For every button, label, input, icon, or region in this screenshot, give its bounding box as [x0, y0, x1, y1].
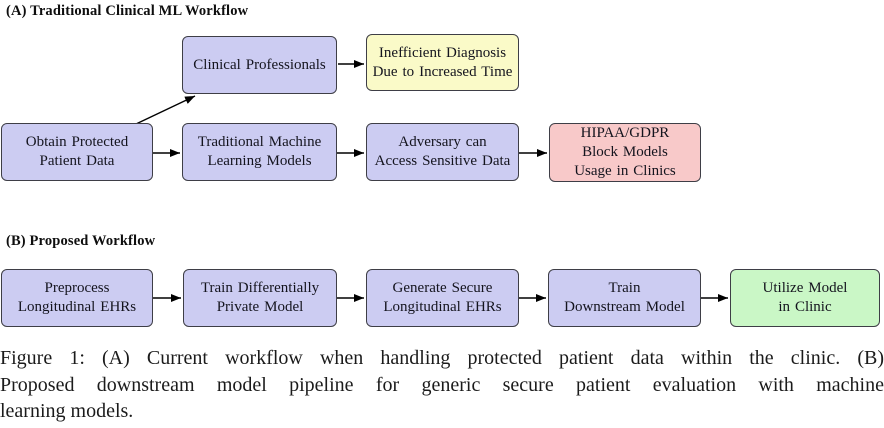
caption-line: learning models. — [0, 400, 134, 422]
node-obtain-protected-patient-data: Obtain Protected Patient Data — [1, 123, 153, 181]
node-inefficient-diagnosis: Inefficient Diagnosis Due to Increased T… — [366, 34, 519, 91]
arrow-obtain-to-clinical — [135, 95, 196, 125]
node-train-downstream-model: Train Downstream Model — [548, 269, 701, 327]
node-line: Due to Increased Time — [372, 63, 513, 80]
node-line: Usage in Clinics — [574, 163, 676, 179]
caption-line: Proposed downstream model pipeline for g… — [0, 373, 884, 396]
node-clinical-professionals: Clinical Professionals — [182, 36, 337, 94]
node-line: in Clinic — [778, 299, 832, 315]
node-line: Preprocess — [44, 280, 110, 296]
node-utilize-model-in-clinic: Utilize Model in Clinic — [730, 269, 880, 327]
node-line: Obtain Protected — [25, 134, 129, 150]
node-generate-secure-ehrs: Generate Secure Longitudinal EHRs — [366, 269, 519, 327]
node-line: Private Model — [216, 299, 304, 315]
section-b-label: (B) Proposed Workflow — [6, 233, 156, 249]
figure-caption: Figure 1: (A) Current workflow when hand… — [0, 345, 884, 425]
node-line: Access Sensitive Data — [374, 153, 511, 169]
node-adversary-access: Adversary can Access Sensitive Data — [366, 123, 519, 181]
caption-line: Figure 1: (A) Current workflow when hand… — [0, 347, 884, 369]
node-line: Block Models — [582, 144, 668, 160]
node-line: Utilize Model — [762, 280, 848, 296]
node-line: HIPAA/GDPR — [580, 125, 670, 141]
node-line: Inefficient Diagnosis — [378, 44, 507, 61]
node-line: Patient Data — [39, 153, 115, 169]
node-line: Generate Secure — [392, 280, 493, 296]
node-line: Longitudinal EHRs — [383, 299, 502, 315]
node-line: Learning Models — [207, 153, 312, 169]
node-line: Downstream Model — [564, 299, 685, 315]
node-traditional-ml-models: Traditional Machine Learning Models — [182, 123, 337, 181]
node-line: Longitudinal EHRs — [17, 299, 137, 315]
node-hipaa-gdpr-block: HIPAA/GDPR Block Models Usage in Clinics — [549, 123, 701, 182]
node-line: Traditional Machine — [197, 134, 322, 150]
node-line: Train — [608, 280, 641, 296]
node-line: Adversary can — [398, 134, 487, 150]
node-line: Train Differentially — [200, 280, 320, 296]
node-line: Clinical Professionals — [193, 56, 326, 73]
node-train-dp-model: Train Differentially Private Model — [183, 269, 337, 327]
section-a-label: (A) Traditional Clinical ML Workflow — [6, 3, 249, 19]
node-preprocess-ehrs: Preprocess Longitudinal EHRs — [1, 269, 153, 327]
